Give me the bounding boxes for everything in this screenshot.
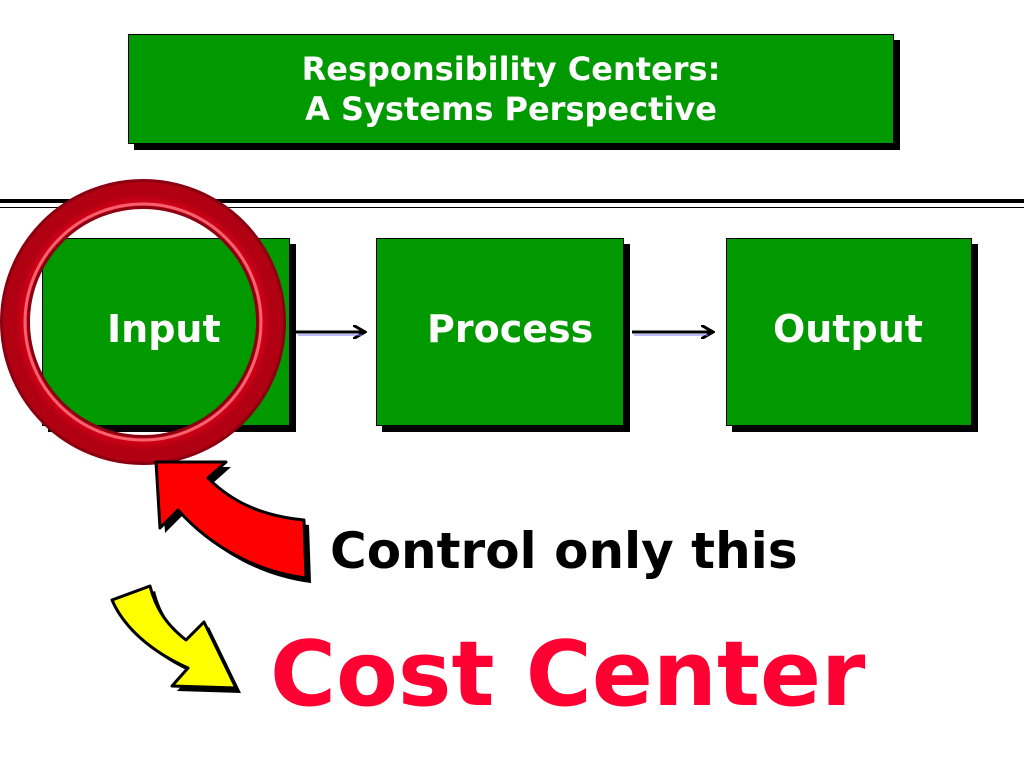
output-label: Output [773, 307, 923, 351]
process-label: Process [427, 307, 594, 351]
process-box: Process [376, 238, 624, 426]
input-label: Input [107, 307, 221, 351]
divider-thin [0, 207, 1024, 208]
cost-center-label: Cost Center [270, 622, 866, 727]
title-line-1: Responsibility Centers: [301, 50, 721, 88]
highlight-ring-icon [0, 179, 286, 465]
title-line-2: A Systems Perspective [305, 90, 717, 128]
divider-thick [0, 199, 1024, 203]
flow-arrow-process-output [632, 332, 712, 335]
curved-arrow-down-right-icon [110, 584, 241, 693]
curved-arrow-up-left-icon [154, 460, 311, 583]
flow-arrow-input-process [296, 332, 364, 335]
output-box: Output [726, 238, 972, 426]
title-box: Responsibility Centers: A Systems Perspe… [128, 34, 894, 144]
control-caption: Control only this [330, 522, 798, 580]
